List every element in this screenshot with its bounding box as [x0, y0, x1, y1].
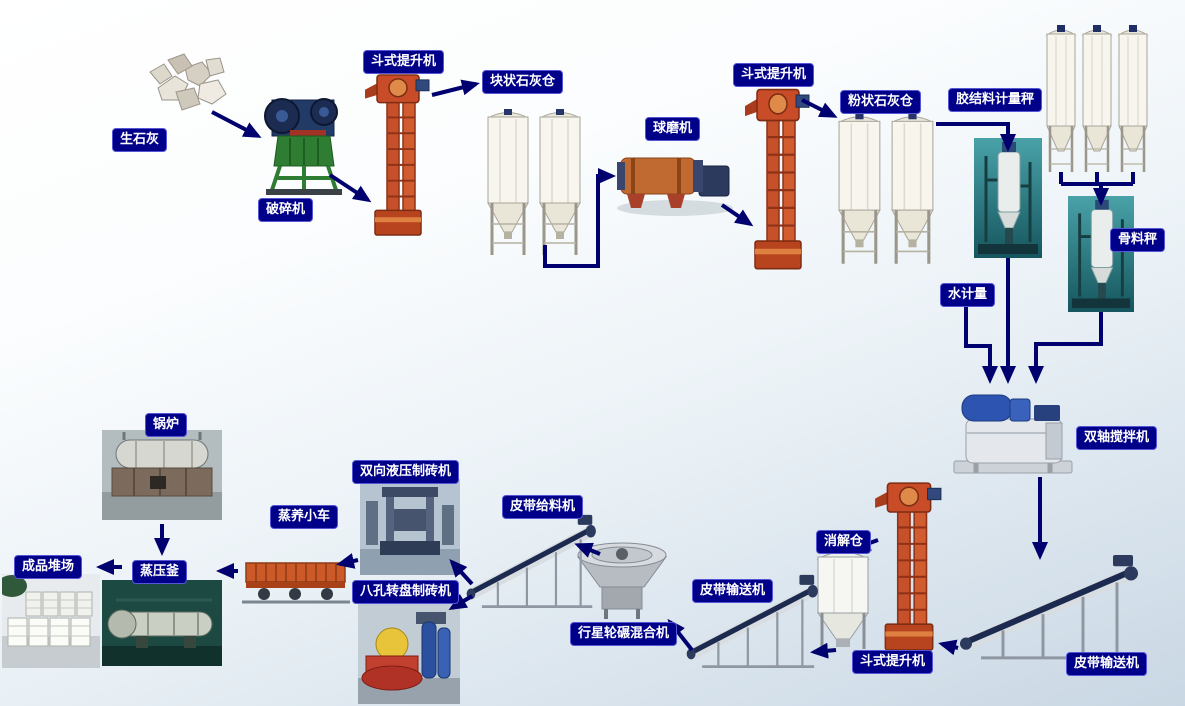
label-lump-lime-silo: 块状石灰仓	[482, 70, 564, 94]
autoclave-photo	[102, 580, 222, 670]
lump-lime-silos-graphic	[486, 107, 582, 257]
aggregate-silos	[1045, 22, 1150, 186]
label-planetary-wheel-mixer: 行星轮碾混合机	[570, 622, 678, 646]
arrow-elevator1-lumpsilo	[431, 79, 480, 97]
label-binder-metering-scale: 胶结料计量秤	[948, 88, 1043, 112]
aggregate-silos-graphic	[1045, 23, 1149, 174]
quicklime-pile-graphic	[149, 53, 227, 111]
label-autoclave: 蒸压釜	[132, 560, 188, 584]
hydraulic-brick-machine-photo	[360, 479, 460, 579]
belt-feeder-photo	[463, 513, 601, 617]
label-aggregate-scale: 骨料秤	[1110, 228, 1166, 252]
label-belt-conveyor-2: 皮带输送机	[692, 579, 774, 603]
arrow-water-mixer	[964, 306, 998, 384]
arrow-aggscale-mixer	[1028, 312, 1103, 384]
twin-shaft-mixer-photo	[950, 385, 1078, 481]
label-rotary-brick-machine: 八孔转盘制砖机	[352, 580, 460, 604]
bucket-elevator-2-photo	[742, 84, 812, 276]
label-quicklime: 生石灰	[112, 128, 168, 152]
powder-lime-silos	[836, 110, 938, 274]
label-product-yard: 成品堆场	[14, 555, 83, 579]
label-digestion-silo: 消解仓	[816, 530, 872, 554]
bucket-elevator-2-graphic	[743, 88, 811, 270]
bucket-elevator-1-photo	[362, 70, 432, 242]
product-yard-photo	[0, 574, 100, 672]
powder-lime-silos-graphic	[837, 111, 935, 266]
aggregate-scale-photo	[1066, 194, 1136, 316]
bucket-elevator-3-graphic	[874, 482, 942, 651]
boiler-photo	[102, 430, 222, 524]
steam-curing-trolley-photo	[242, 541, 350, 611]
binder-metering-scale-photo	[972, 136, 1044, 262]
ball-mill-photo	[615, 138, 737, 222]
bucket-elevator-3-photo	[872, 478, 944, 657]
label-hydraulic-brick-machine: 双向液压制砖机	[352, 460, 460, 484]
bucket-elevator-1-graphic	[364, 73, 430, 237]
label-steam-curing-trolley: 蒸养小车	[270, 505, 339, 529]
hydraulic-brick-machine-graphic	[360, 479, 460, 575]
crusher-photo	[260, 86, 348, 202]
quicklime-pile	[140, 48, 235, 127]
label-belt-conveyor-1: 皮带输送机	[1066, 652, 1148, 676]
label-bucket-elevator-3: 斗式提升机	[852, 650, 934, 674]
crusher-graphic	[264, 98, 342, 195]
digestion-silo-photo	[810, 543, 876, 659]
label-powder-lime-silo: 粉状石灰仓	[840, 90, 922, 114]
twin-shaft-mixer-graphic	[953, 394, 1073, 474]
binder-metering-scale-graphic	[972, 136, 1044, 260]
label-ball-mill: 球磨机	[645, 117, 701, 141]
label-water-metering: 水计量	[940, 283, 996, 307]
steam-curing-trolley-graphic	[242, 562, 350, 604]
rotary-brick-machine-graphic	[358, 600, 460, 704]
product-yard-graphic	[0, 574, 100, 668]
label-bucket-elevator-2: 斗式提升机	[733, 63, 815, 87]
label-crusher: 破碎机	[258, 198, 314, 222]
boiler-graphic	[102, 430, 222, 520]
autoclave-graphic	[102, 580, 222, 666]
belt-feeder-graphic	[463, 513, 601, 613]
lump-lime-silos	[485, 106, 585, 265]
label-boiler: 锅炉	[145, 413, 188, 437]
aggregate-scale-graphic	[1066, 194, 1136, 314]
rotary-brick-machine-photo	[358, 600, 460, 706]
label-belt-feeder: 皮带给料机	[502, 495, 584, 519]
label-twin-shaft-mixer: 双轴搅拌机	[1076, 426, 1158, 450]
belt-conveyor-1-graphic	[955, 553, 1145, 665]
label-bucket-elevator-1: 斗式提升机	[363, 50, 445, 74]
ball-mill-graphic	[617, 157, 733, 216]
digestion-silo-graphic	[816, 551, 870, 649]
